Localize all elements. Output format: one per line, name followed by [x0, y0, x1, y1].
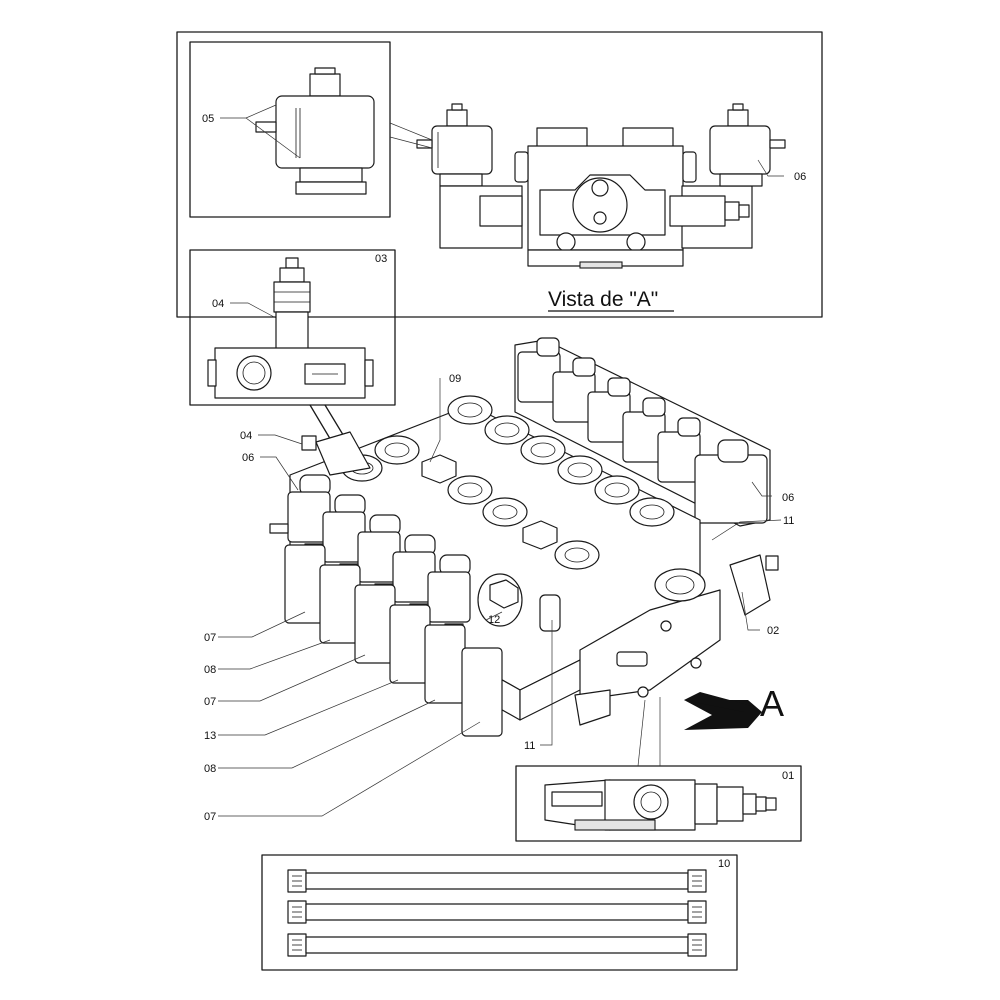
callout-07-c: 07: [204, 811, 216, 823]
callout-04-main: 04: [240, 430, 252, 442]
view-a-valve-body: [416, 103, 786, 269]
main-valve-assembly: [269, 337, 779, 737]
front-solenoid-row: [269, 474, 503, 737]
callout-12: 12: [488, 614, 500, 626]
callout-09: 09: [449, 373, 461, 385]
callout-07-a: 07: [204, 632, 216, 644]
callout-07-b: 07: [204, 696, 216, 708]
callout-11-bottom: 11: [524, 740, 535, 752]
labels: 05 03 04 06 Vista de "A" 04 06 09 06 11 …: [202, 113, 806, 870]
callout-13: 13: [204, 730, 216, 742]
callout-11-top: 11: [783, 515, 794, 527]
view-arrow-a: [684, 692, 762, 730]
callout-04-detail: 04: [212, 298, 224, 310]
detail-01-inset: [515, 765, 802, 842]
view-a-title: Vista de "A": [548, 288, 658, 311]
check-valve-12: [477, 573, 561, 632]
callout-06-view: 06: [794, 171, 806, 183]
detail-10-tie-rods: [261, 854, 738, 971]
callout-03: 03: [375, 253, 387, 265]
left-relief-04: [301, 431, 371, 476]
callout-02: 02: [767, 625, 779, 637]
detail-03-inset: [189, 249, 396, 406]
callout-08-b: 08: [204, 763, 216, 775]
callout-10: 10: [718, 858, 730, 870]
leader-lines: [218, 104, 784, 817]
callout-06-left: 06: [242, 452, 254, 464]
callout-08-a: 08: [204, 664, 216, 676]
detail-05-inset: [189, 41, 433, 218]
view-arrow-letter: A: [760, 683, 784, 724]
callout-05: 05: [202, 113, 214, 125]
inlet-section: [574, 554, 779, 726]
view-a-panel: [176, 31, 823, 406]
callout-01: 01: [782, 770, 794, 782]
upper-solenoid-row: [514, 337, 771, 527]
callout-06-right: 06: [782, 492, 794, 504]
